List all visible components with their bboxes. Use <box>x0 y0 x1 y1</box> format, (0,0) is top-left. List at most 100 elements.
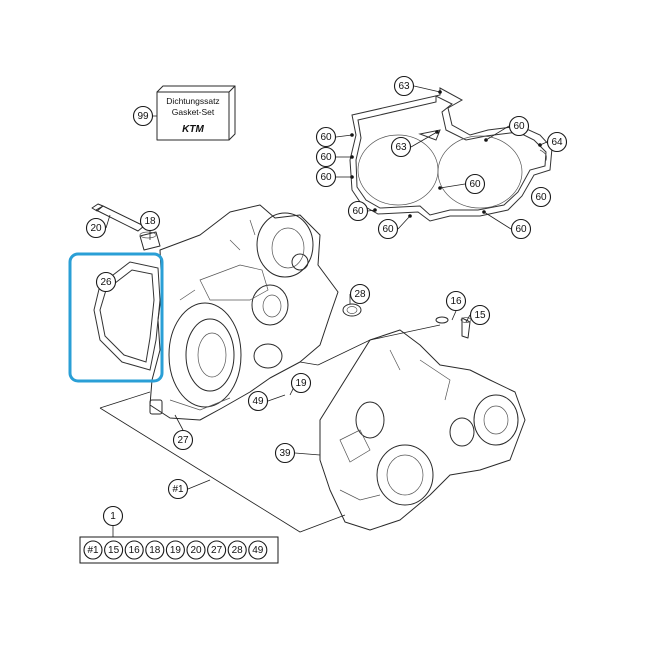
oil-seal-ring <box>342 303 362 317</box>
callout-c16: 16 <box>445 290 467 312</box>
callout-circle <box>315 146 337 168</box>
callout-circle <box>530 186 552 208</box>
kit-item-label: 20 <box>190 545 202 556</box>
callout-circle <box>315 126 337 148</box>
callout-label: 60 <box>320 172 332 183</box>
callout-c99: 99 <box>132 105 154 127</box>
callout-circle <box>85 217 107 239</box>
callout-circle <box>377 218 399 240</box>
kit-item-label: 19 <box>170 545 182 556</box>
ktm-logo: KTM <box>182 124 204 135</box>
callout-label: 99 <box>137 111 149 122</box>
callout-circle <box>315 166 337 188</box>
callout-circle <box>508 115 530 137</box>
leader-lines <box>99 85 548 537</box>
callout-circle <box>139 210 161 232</box>
callout-c18: 18 <box>139 210 161 232</box>
callout-c60i: 60 <box>510 218 532 240</box>
callout-circle <box>393 75 415 97</box>
callout-circle <box>95 271 117 293</box>
clutch-cover-gasket <box>93 261 161 371</box>
kit-item-circle <box>104 540 124 560</box>
callout-label: 16 <box>450 296 462 307</box>
kit-item-circle <box>145 540 165 560</box>
kit-item: 15 <box>104 540 124 560</box>
callout-label: 20 <box>90 223 102 234</box>
callout-c28: 28 <box>349 283 371 305</box>
kit-item: 19 <box>165 540 185 560</box>
callout-circle <box>132 105 154 127</box>
callout-label: 60 <box>320 132 332 143</box>
callout-c60b: 60 <box>315 146 337 168</box>
kit-item-label: #1 <box>87 545 99 556</box>
callout-circle <box>172 429 194 451</box>
callout-label: 64 <box>551 137 563 148</box>
callout-c1h: #1 <box>167 478 189 500</box>
kit-item-label: 28 <box>232 545 244 556</box>
callout-label: 60 <box>352 206 364 217</box>
kit-item-circle <box>165 540 185 560</box>
kit-item-circle <box>186 540 206 560</box>
callout-label: 39 <box>279 448 291 459</box>
callout-circle <box>510 218 532 240</box>
callout-c63a: 63 <box>393 75 415 97</box>
kit-item: 28 <box>227 540 247 560</box>
callout-c15: 15 <box>469 304 491 326</box>
callout-label: 60 <box>382 224 394 235</box>
kit-item: 49 <box>248 540 268 560</box>
callout-c60c: 60 <box>315 166 337 188</box>
kit-item-label: 27 <box>211 545 223 556</box>
kit-item: 18 <box>145 540 165 560</box>
callout-label: 63 <box>398 81 410 92</box>
kit-item-circle <box>227 540 247 560</box>
callout-circle <box>464 173 486 195</box>
kit-item: 16 <box>124 540 144 560</box>
right-crankcase-half <box>319 329 526 531</box>
callout-label: 63 <box>395 142 407 153</box>
callout-circle <box>102 505 124 527</box>
gasket-set-box: Dichtungssatz Gasket-Set KTM <box>156 85 236 141</box>
kit-item: 27 <box>207 540 227 560</box>
callout-label: 18 <box>144 216 156 227</box>
callout-circle <box>247 390 269 412</box>
callout-label: 19 <box>295 378 307 389</box>
callout-c60e: 60 <box>464 173 486 195</box>
callout-label: 28 <box>354 289 366 300</box>
kit-item: 20 <box>186 540 206 560</box>
callout-c26: 26 <box>95 271 117 293</box>
callout-c60a: 60 <box>315 126 337 148</box>
kit-item: #1 <box>83 540 103 560</box>
callout-label: 60 <box>469 179 481 190</box>
callout-c1: 1 <box>102 505 124 527</box>
kit-item-circle <box>124 540 144 560</box>
callout-label: #1 <box>172 484 184 495</box>
kit-item-circle <box>207 540 227 560</box>
callout-label: 49 <box>252 396 264 407</box>
callout-circle <box>349 283 371 305</box>
callout-c64: 64 <box>546 131 568 153</box>
callout-label: 60 <box>515 224 527 235</box>
callout-c49: 49 <box>247 390 269 412</box>
kit-item-label: 49 <box>252 545 264 556</box>
kit-item-label: 18 <box>149 545 161 556</box>
callout-c27: 27 <box>172 429 194 451</box>
gasket-set-label-en: Gasket-Set <box>172 107 215 117</box>
kit-item-circle <box>248 540 268 560</box>
crankcase-gasket <box>349 87 553 222</box>
callout-label: 27 <box>177 435 189 446</box>
callout-circle <box>469 304 491 326</box>
highlight-box <box>68 252 164 383</box>
callout-label: 60 <box>320 152 332 163</box>
gasket-set-label-de: Dichtungssatz <box>166 96 219 106</box>
callout-circle <box>445 290 467 312</box>
callout-c20: 20 <box>85 217 107 239</box>
callout-label: 60 <box>513 121 525 132</box>
callout-c60d: 60 <box>508 115 530 137</box>
callout-circle <box>167 478 189 500</box>
callout-c63b: 63 <box>390 136 412 158</box>
callout-circle <box>546 131 568 153</box>
